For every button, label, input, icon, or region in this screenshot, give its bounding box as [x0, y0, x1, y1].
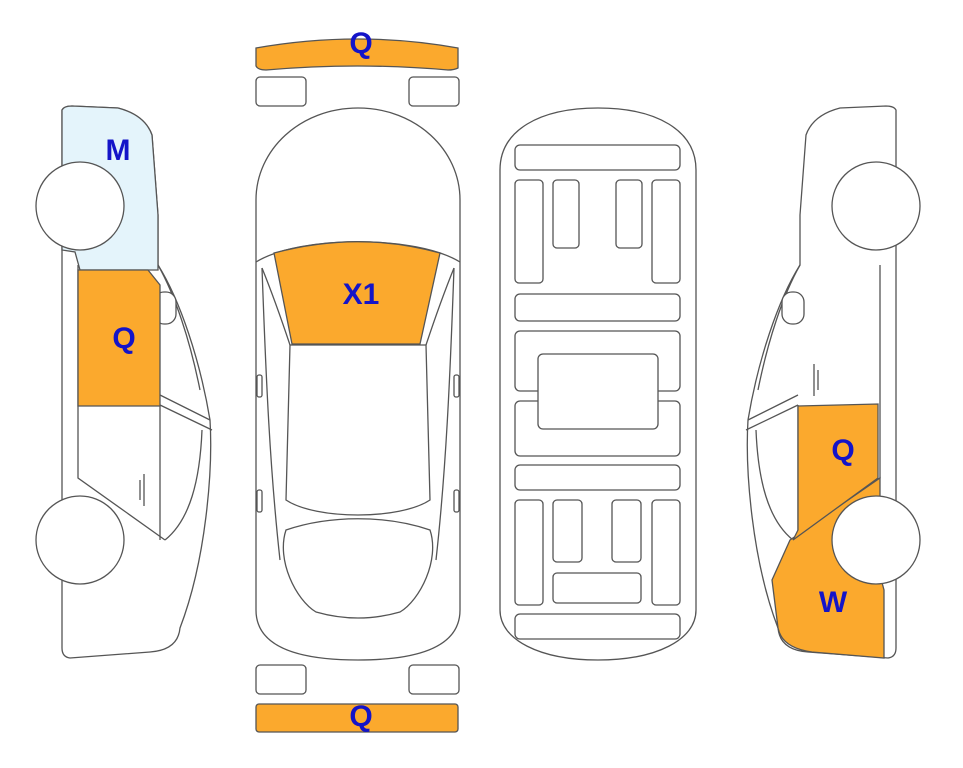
top-view-body	[255, 107, 461, 661]
right-rear-door-panel	[792, 403, 879, 541]
front-bumper-panel	[255, 38, 459, 71]
front-left-headlight	[255, 76, 307, 107]
rear-bumper-panel	[255, 703, 459, 733]
left-front-wheel	[35, 161, 125, 251]
right-rear-door[interactable]: Q	[792, 403, 879, 541]
windshield-code: X1	[343, 278, 380, 311]
rear-bumper[interactable]: Q	[255, 700, 459, 733]
left-front-door[interactable]: Q	[77, 269, 161, 407]
right-rear-wheel	[831, 495, 921, 585]
left-front-door-panel	[77, 269, 161, 407]
front-bumper[interactable]: Q	[255, 27, 459, 71]
right-rear-quarter-code: W	[819, 586, 848, 619]
underbody-view	[499, 107, 697, 661]
windshield-panel	[273, 241, 441, 345]
windshield[interactable]: X1	[273, 241, 441, 345]
front-right-headlight	[408, 76, 460, 107]
left-front-door-code: Q	[112, 322, 135, 355]
rear-left-taillight	[255, 664, 307, 695]
right-front-wheel	[831, 161, 921, 251]
front-bumper-code: Q	[349, 27, 372, 60]
rear-bumper-code: Q	[349, 700, 372, 733]
right-rear-door-code: Q	[831, 434, 854, 467]
left-rear-wheel	[35, 495, 125, 585]
left-fender-code: M	[106, 134, 131, 167]
rear-right-taillight	[408, 664, 460, 695]
top-view-car	[255, 107, 461, 661]
